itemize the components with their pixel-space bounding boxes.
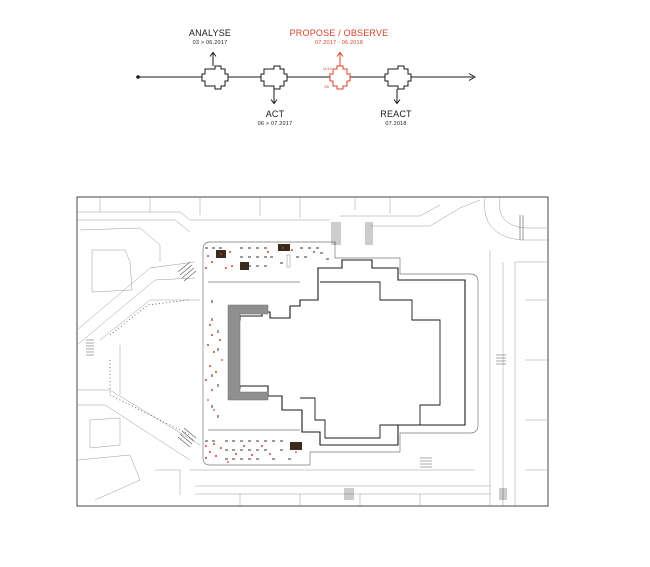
stage-react-label: REACT (380, 109, 412, 119)
stage-react-arrow-icon (393, 89, 401, 105)
stage-act-cross-building-icon (260, 65, 288, 90)
site-plan-frame (76, 196, 549, 507)
stage-propose-cross-building-icon (329, 65, 351, 90)
stage-analyse-label: ANALYSE (188, 28, 232, 38)
installation-band (227, 304, 269, 401)
stage-act-label: ACT (265, 109, 285, 119)
stage-react-cross-building-icon (384, 65, 412, 90)
stage-analyse-arrow-icon (209, 51, 217, 66)
stage-act-date: 06 > 07.2017 (257, 121, 293, 127)
stage-propose-date: 07.2017 - 06.2018 (314, 40, 364, 46)
marker-label-top: 11/10 (323, 67, 332, 71)
dotted-paths (109, 299, 191, 436)
top-strip-markers (205, 244, 329, 270)
timeline (136, 51, 476, 105)
timeline-end-arrow-icon (468, 73, 476, 81)
stage-propose-label: PROPOSE / OBSERVE (289, 28, 389, 38)
timeline-start-dot (136, 75, 140, 79)
marker-label-bottom: 2/6 (324, 85, 329, 89)
stage-act-arrow-icon (270, 89, 278, 105)
bottom-strip-markers (205, 440, 302, 463)
left-side-markers (205, 300, 223, 418)
stage-analyse-date: 03 > 06.2017 (192, 40, 228, 46)
stage-react-date: 07.2018 (385, 121, 407, 127)
context-streets (77, 197, 548, 506)
crosswalks (86, 215, 524, 500)
plaza-outline (202, 241, 479, 466)
stage-propose-arrow-icon (336, 51, 344, 66)
building-inner-cross (300, 281, 441, 439)
stage-analyse-cross-building-icon (201, 65, 229, 90)
